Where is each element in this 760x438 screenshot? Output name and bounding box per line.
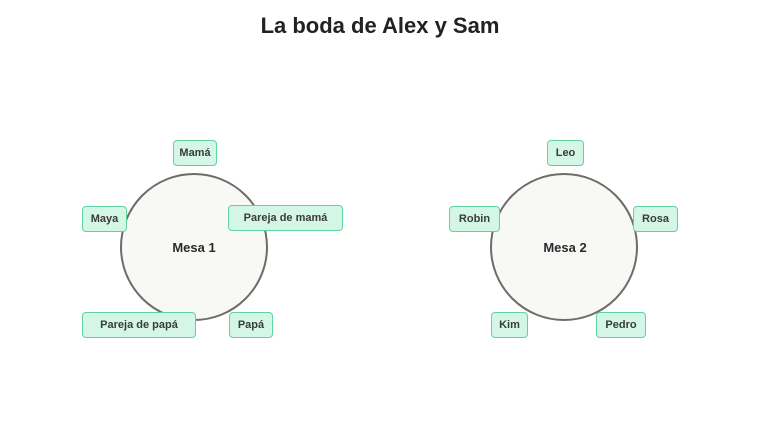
- table-2-label: Mesa 2: [543, 240, 587, 255]
- guest-tag: Robin: [449, 206, 500, 232]
- guest-tag: Maya: [82, 206, 127, 232]
- table-1-label: Mesa 1: [172, 240, 216, 255]
- guest-tag: Pareja de papá: [82, 312, 196, 338]
- guest-tag: Pareja de mamá: [228, 205, 343, 231]
- guest-tag: Kim: [491, 312, 528, 338]
- guest-tag: Papá: [229, 312, 273, 338]
- guest-tag: Rosa: [633, 206, 678, 232]
- table-2-circle: [490, 173, 638, 321]
- page-title: La boda de Alex y Sam: [260, 13, 500, 38]
- table-1-circle: [120, 173, 268, 321]
- guest-tag: Mamá: [173, 140, 217, 166]
- guest-tag: Pedro: [596, 312, 646, 338]
- guest-tag: Leo: [547, 140, 584, 166]
